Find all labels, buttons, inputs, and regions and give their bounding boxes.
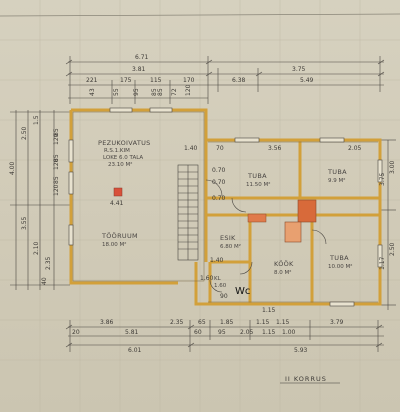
room-area-kook: 8.0 M²: [274, 269, 291, 276]
room-area-tuba-1: 11.50 M²: [246, 181, 270, 188]
dim-bottom-row2-1: 5.81: [125, 329, 139, 336]
dim-right-3: 1.17: [379, 256, 386, 270]
room-line3-pezukoivatus: LOKE 6.0 TALA: [103, 155, 143, 161]
dim-top-row3-1: 175: [120, 77, 132, 84]
dim-top-small-5: 72: [171, 88, 178, 96]
wc-label: Wc: [235, 286, 250, 297]
room-area-pezukoivatus: 23.10 M²: [108, 161, 132, 168]
dim-bottom-row1-6: 3.79: [330, 319, 344, 326]
dim-bottom-row3-right: 5.93: [294, 347, 308, 354]
dim-left-2: 3.55: [21, 216, 28, 230]
room-name-kl: KL: [214, 276, 222, 282]
dim-interior-8: 1.40: [210, 257, 224, 264]
dim-left-11: 2.35: [45, 256, 52, 270]
dim-bottom-row1-5: 1.15: [276, 319, 290, 326]
dim-bottom-row2-6: 1.00: [282, 329, 296, 336]
doors: [205, 179, 327, 293]
dim-bottom-row1-1: 2.35: [170, 319, 184, 326]
dim-bottom-row2-4: 2.05: [240, 329, 254, 336]
room-labels: PEZUKOIVATUS R.S.1.KIM LOKE 6.0 TALA 23.…: [98, 139, 352, 289]
dim-left-0: 4.00: [9, 161, 16, 175]
sheet-border: [0, 13, 400, 17]
dim-left-5: 85: [53, 128, 60, 136]
dim-top-row3-3: 170: [183, 77, 195, 84]
room-name-tuba-3: TUBA: [329, 254, 349, 262]
room-name-tuba-1: TUBA: [247, 172, 267, 180]
room-name-tooruum: TÖÖRUUM: [101, 231, 138, 240]
dim-interior-10: 90: [220, 293, 228, 300]
dim-interior-2: 3.56: [268, 145, 282, 152]
room-area-esik: 6.80 M²: [220, 243, 241, 250]
chimney: [113, 187, 317, 243]
dim-top-overall: 6.71: [135, 54, 149, 61]
dim-bottom-row1-3: 1.85: [220, 319, 234, 326]
dim-top-row2-right: 3.75: [292, 66, 306, 73]
dimension-lines: [10, 56, 396, 352]
dim-bottom-row3-left: 6.01: [128, 347, 142, 354]
dim-bottom-row2-3: 95: [218, 329, 226, 336]
dim-left-1: 2.50: [21, 126, 28, 140]
dim-left-3: 2.10: [33, 241, 40, 255]
floor-caption: II KORRUS: [285, 375, 327, 383]
dim-interior-5: 0.70: [212, 167, 226, 174]
room-area-kl: 1.60: [214, 283, 227, 289]
room-area-tooruum: 18.00 M²: [102, 241, 126, 248]
dim-top-row3-2: 115: [150, 77, 162, 84]
dim-left-6: 120: [53, 133, 60, 145]
staircase: [177, 164, 199, 261]
dim-bottom-row1-0: 3.86: [100, 319, 114, 326]
windows: [68, 107, 383, 307]
dim-top-small-1: 55: [113, 88, 120, 96]
dim-left-9: 85: [53, 176, 60, 184]
room-name-tuba-2: TUBA: [327, 168, 347, 176]
dim-top-row2-left: 3.81: [132, 66, 146, 73]
room-area-tuba-2: 9.9 M²: [328, 177, 345, 184]
room-line2-pezukoivatus: R.S.1.KIM: [104, 148, 130, 154]
dim-left-12: 40: [41, 277, 48, 285]
dim-top-small-0: 43: [89, 88, 96, 96]
dim-top-small-2: 95: [133, 88, 140, 96]
room-name-kook: KÖÖK: [274, 259, 294, 268]
dim-bottom-row1-4: 1.15: [256, 319, 270, 326]
dim-top-row3-0: 221: [86, 77, 98, 84]
dim-interior-9: 1.60: [200, 275, 214, 282]
dim-top-small-6: 120: [185, 84, 192, 96]
dim-bottom-row2-0: 20: [72, 329, 80, 336]
dim-interior-6: 0.70: [212, 179, 226, 186]
dim-bottom-row1-2: 65: [198, 319, 206, 326]
dim-interior-7: 0.70: [212, 195, 226, 202]
room-name-pezukoivatus: PEZUKOIVATUS: [98, 139, 151, 147]
dim-interior-0: 1.40: [184, 145, 198, 152]
dim-right-0: 3.75: [379, 172, 386, 186]
dim-top-small-3: 85: [151, 88, 158, 96]
dim-interior-4: 70: [216, 145, 224, 152]
dim-interior-11: 1.15: [262, 307, 276, 314]
dim-left-10: 120: [53, 184, 60, 196]
dim-left-7: 85: [53, 154, 60, 162]
dimension-labels: 6.71 3.81 3.75 221 175 115 170 6.38 5.49 43 55 95 85…: [9, 54, 396, 354]
dim-top-row3-4: 6.38: [232, 77, 246, 84]
room-name-esik: ESIK: [220, 234, 236, 242]
room-area-tuba-3: 10.00 M²: [328, 263, 352, 270]
dim-left-4: 1.5: [33, 115, 40, 125]
dim-top-row3-5: 5.49: [300, 77, 314, 84]
dim-bottom-row2-5: 1.15: [262, 329, 276, 336]
dim-interior-3: 2.05: [348, 145, 362, 152]
dim-bottom-row2-2: 60: [194, 329, 202, 336]
dim-interior-1: 4.41: [110, 200, 124, 207]
dim-right-2: 2.50: [389, 242, 396, 256]
dim-right-1: 3.00: [389, 160, 396, 174]
dim-top-small-4: 85: [157, 88, 164, 96]
dim-left-8: 120: [53, 158, 60, 170]
